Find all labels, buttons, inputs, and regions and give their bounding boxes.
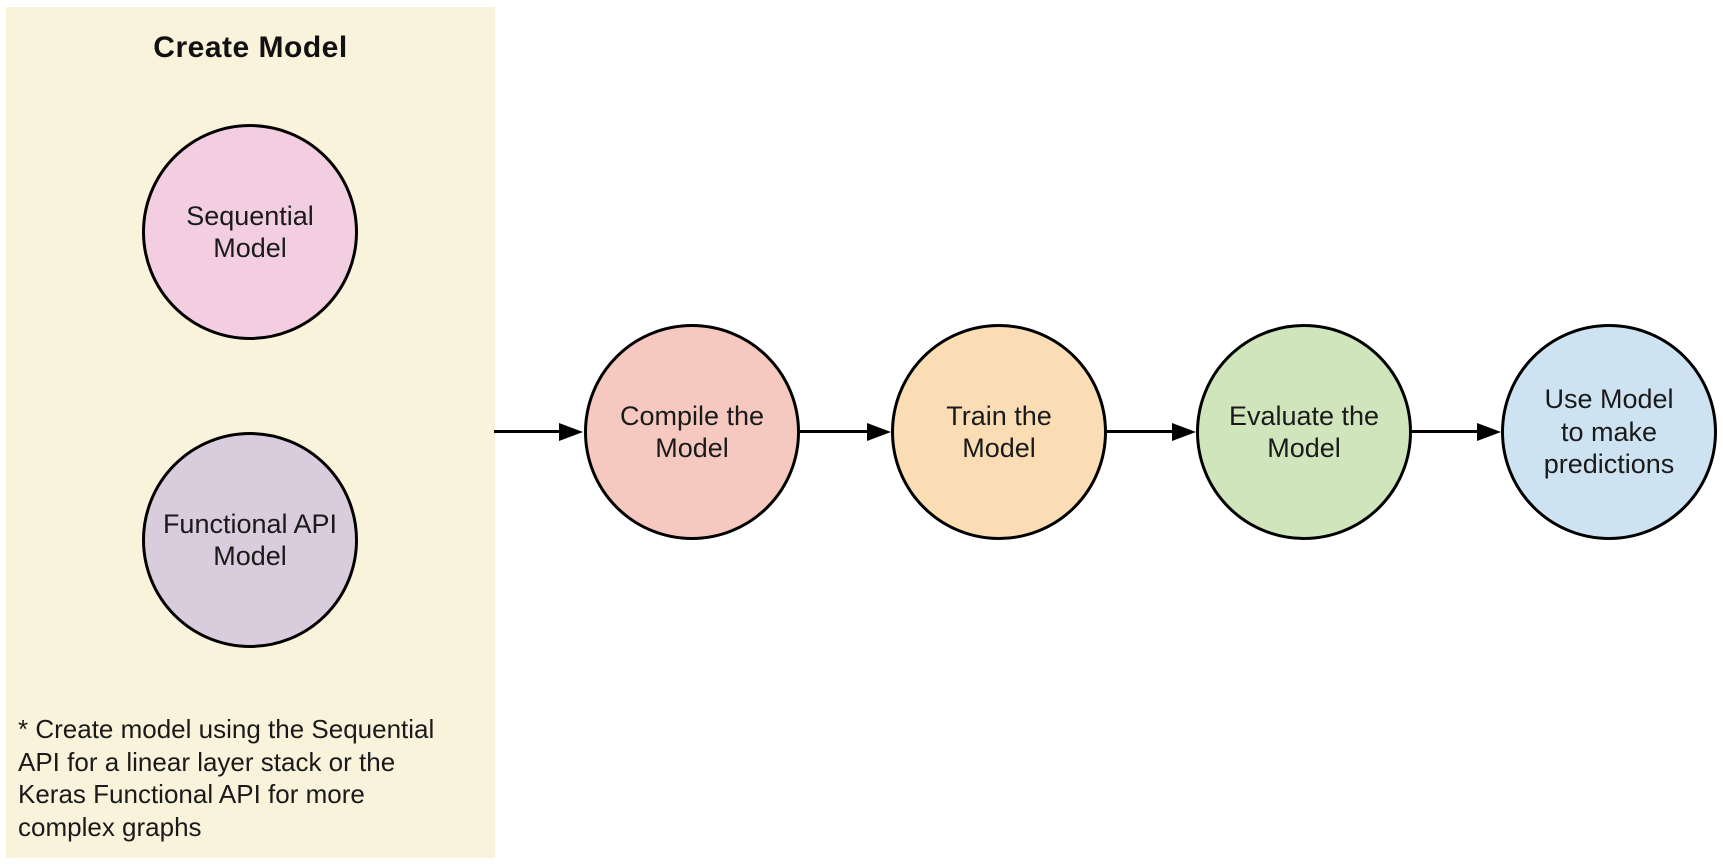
- connector-arrow-to-evaluate: [1107, 423, 1196, 441]
- node-sequential-model: Sequential Model: [142, 124, 358, 340]
- connector-arrow-to-compile: [494, 423, 583, 441]
- node-compile-model: Compile the Model: [584, 324, 800, 540]
- node-functional-api-model: Functional API Model: [142, 432, 358, 648]
- node-evaluate-model: Evaluate the Model: [1196, 324, 1412, 540]
- node-evaluate-model-label: Evaluate the Model: [1228, 400, 1380, 463]
- create-model-panel: Create Model Sequential Model Functional…: [6, 7, 495, 858]
- connector-arrow-to-train: [800, 423, 891, 441]
- node-train-model-label: Train the Model: [946, 400, 1052, 463]
- node-sequential-model-label: Sequential Model: [186, 200, 314, 263]
- node-use-model-predictions: Use Model to make predictions: [1501, 324, 1717, 540]
- panel-footnote: * Create model using the Sequential API …: [18, 714, 435, 842]
- panel-title: Create Model: [153, 31, 348, 64]
- node-compile-model-label: Compile the Model: [619, 400, 765, 463]
- node-functional-api-model-label: Functional API Model: [162, 508, 338, 571]
- connector-arrow-to-predict: [1412, 423, 1501, 441]
- node-use-model-predictions-label: Use Model to make predictions: [1543, 384, 1675, 480]
- node-train-model: Train the Model: [891, 324, 1107, 540]
